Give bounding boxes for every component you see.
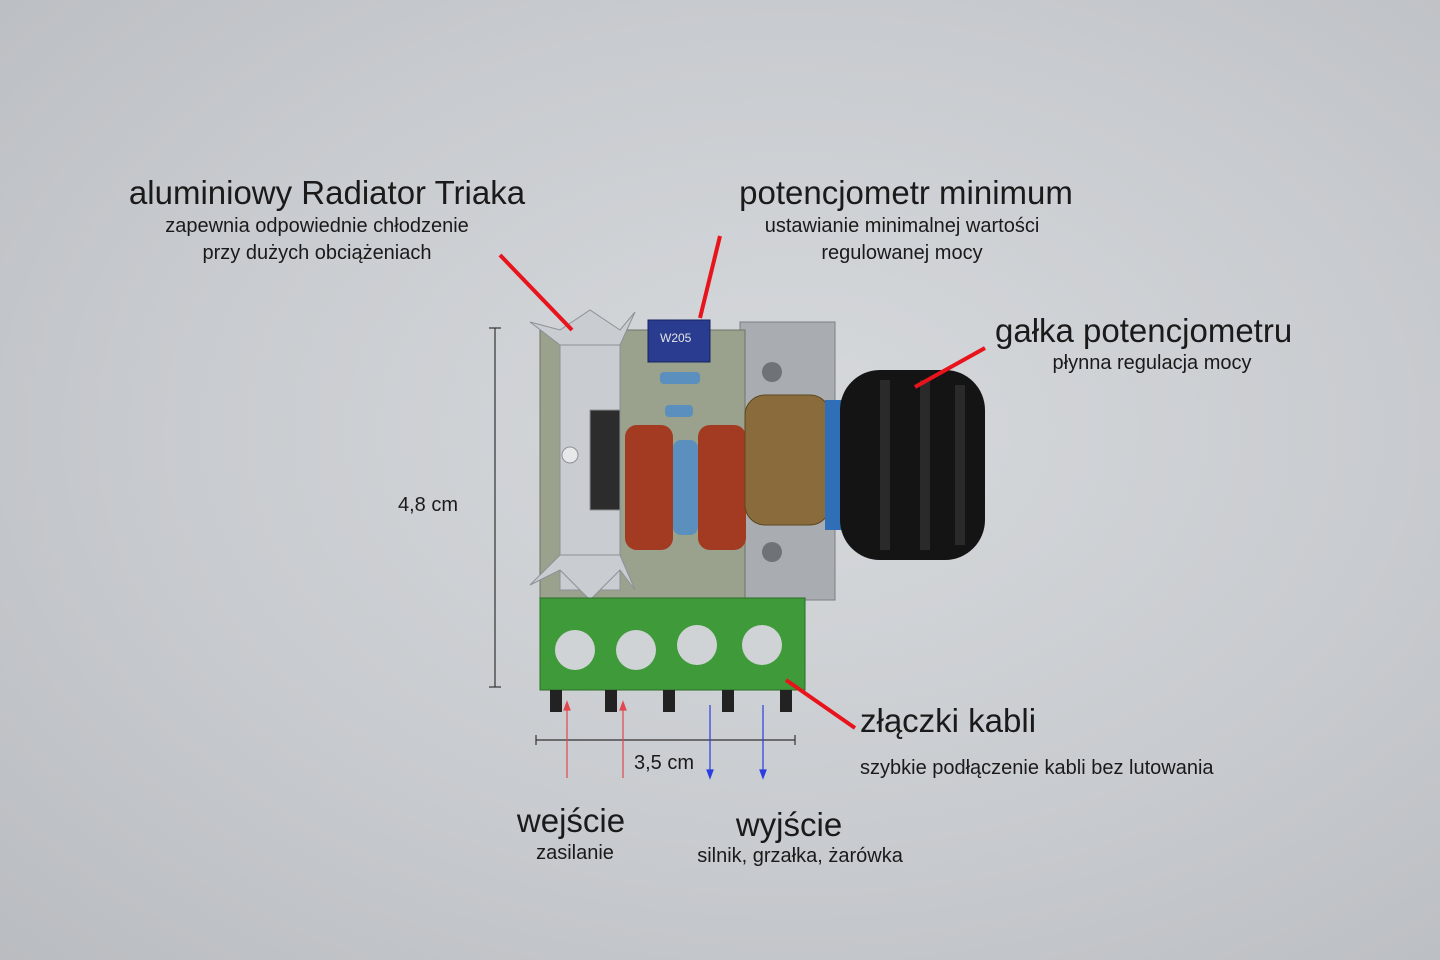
input-title: wejście (516, 802, 626, 839)
capacitor (625, 425, 673, 550)
potentiometer-body (744, 394, 831, 526)
trimmer-line2: regulowanej mocy (821, 242, 983, 264)
terminals-pointer (784, 678, 857, 730)
pointer-lines (498, 235, 986, 730)
resistor (660, 372, 700, 384)
knob (825, 370, 985, 560)
output-title: wyjście (735, 806, 843, 843)
trimmer-pointer (698, 235, 722, 319)
knob-pointer (914, 346, 986, 389)
output-line1: silnik, grzałka, żarówka (697, 845, 903, 867)
terminals-title: złączki kabli (860, 702, 1037, 739)
heatsink-title: aluminiowy Radiator Triaka (128, 174, 526, 211)
capacitor (698, 425, 746, 550)
height-dimension-label: 4,8 cm (398, 494, 459, 516)
heatsink-pointer (498, 253, 574, 332)
knob-line1: płynna regulacja mocy (1052, 352, 1252, 374)
width-dimension-label: 3,5 cm (634, 752, 695, 774)
terminal-block (539, 597, 806, 712)
trimmer-potentiometer (647, 319, 711, 363)
trimmer-line1: ustawianie minimalnej wartości (764, 215, 1040, 237)
input-arrows (563, 700, 627, 778)
heatsink-line2: przy dużych obciążeniach (202, 242, 432, 264)
trimmer-title: potencjometr minimum (739, 174, 1073, 211)
input-line1: zasilanie (536, 842, 614, 864)
output-arrows (706, 705, 767, 780)
trimmer-marking: W205 (660, 331, 692, 345)
resistor (665, 405, 693, 417)
heatsink-line1: zapewnia odpowiednie chłodzenie (165, 215, 469, 237)
trimmer-description: ustawianie minimalnej wartości regulowan… (765, 213, 1040, 267)
resistor (673, 440, 698, 535)
terminals-line1: szybkie podłączenie kabli bez lutowania (860, 757, 1214, 779)
heatsink (529, 309, 636, 601)
knob-title: gałka potencjometru (995, 312, 1293, 349)
heatsink-description: zapewnia odpowiednie chłodzenie przy duż… (165, 213, 469, 267)
